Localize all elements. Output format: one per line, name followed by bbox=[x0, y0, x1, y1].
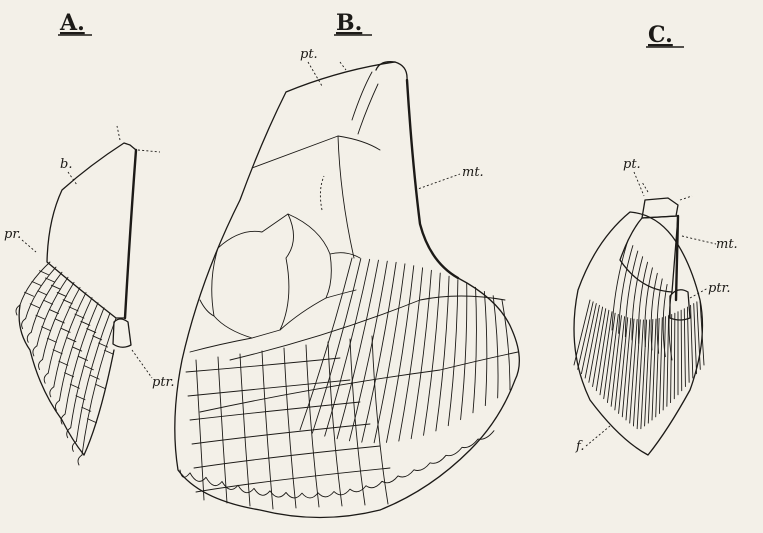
label-f-c: f. bbox=[575, 439, 584, 454]
mesopterygium-c bbox=[620, 216, 678, 292]
label-ptr-a: ptr. bbox=[152, 375, 174, 390]
panel-c-label: C. bbox=[648, 22, 673, 48]
panel-b-label: B. bbox=[336, 10, 362, 36]
panel-b-drawing bbox=[175, 62, 520, 518]
label-mt-c: mt. bbox=[716, 237, 738, 252]
panel-a: A. b. pr. ptr. bbox=[4, 10, 174, 465]
label-mt-b: mt. bbox=[462, 165, 484, 180]
label-pt-c: pt. bbox=[623, 157, 641, 172]
panel-a-drawing bbox=[16, 126, 160, 465]
panel-a-label: A. bbox=[59, 10, 85, 36]
metapterygial-edge-a bbox=[125, 150, 136, 318]
panel-c-drawing bbox=[574, 182, 704, 455]
label-ptr-c: ptr. bbox=[708, 281, 730, 296]
posterior-piece-a bbox=[113, 319, 131, 347]
cell-grid-b bbox=[186, 336, 390, 509]
label-pt-b: pt. bbox=[300, 47, 318, 62]
panel-b: B. pt. bbox=[175, 10, 520, 518]
label-pr-a: pr. bbox=[4, 227, 21, 242]
panel-c: C. pt. mt. ptr. f. bbox=[574, 22, 738, 455]
label-b-a: b. bbox=[60, 157, 72, 172]
radials-a bbox=[16, 262, 116, 465]
propterygium-c bbox=[642, 198, 678, 218]
radials-b bbox=[180, 258, 510, 498]
